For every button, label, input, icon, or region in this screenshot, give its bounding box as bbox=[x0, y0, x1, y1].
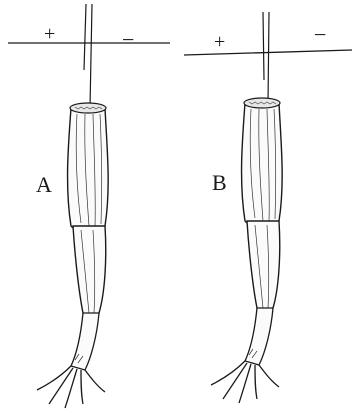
positive-pole-b: + bbox=[214, 31, 225, 53]
panel-label-b: B bbox=[212, 170, 227, 195]
negative-pole-a: − bbox=[122, 27, 134, 52]
suspension-thread-a bbox=[84, 4, 92, 108]
frog-leg-b bbox=[211, 98, 282, 403]
negative-pole-b: − bbox=[314, 22, 326, 47]
panel-label-a: A bbox=[36, 172, 52, 197]
positive-pole-a: + bbox=[44, 23, 55, 45]
panel-a: + − A bbox=[8, 4, 170, 408]
frog-leg-a bbox=[37, 103, 108, 408]
suspension-thread-b bbox=[263, 12, 269, 104]
panel-b: + − B bbox=[184, 12, 352, 403]
